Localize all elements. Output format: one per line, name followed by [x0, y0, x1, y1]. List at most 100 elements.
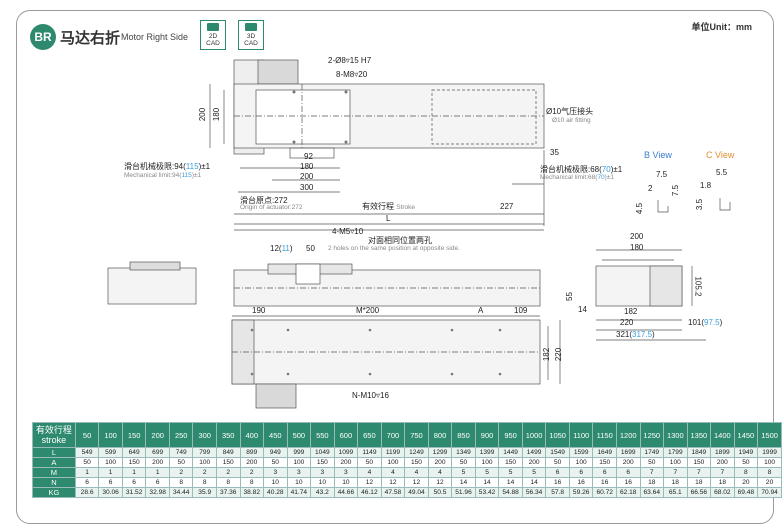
table-cell: 7: [639, 467, 665, 478]
table-cell: 1849: [686, 447, 712, 458]
page-frame: [16, 10, 774, 524]
table-cell: 1: [74, 467, 100, 478]
table-cell: 65.1: [663, 487, 688, 498]
stroke-label: 有效行程 Stroke: [362, 202, 416, 211]
bottom-motor: [255, 383, 297, 409]
mech-limit-left-en: Mechanical limit:94(115)±1: [124, 172, 202, 179]
table-cell: 50: [545, 457, 570, 468]
bottom-dim-220: 220: [554, 347, 564, 362]
table-cell: 50: [74, 457, 100, 468]
table-cell: 150: [404, 457, 429, 468]
table-cell: 1649: [592, 447, 617, 458]
table-cell: 100: [757, 457, 782, 468]
top-carriage: [255, 89, 351, 145]
table-cell: 4: [357, 467, 382, 478]
nm10-label: N-M10▿16: [352, 391, 389, 400]
stroke-col-header: 1500: [757, 422, 782, 448]
table-cell: 8: [239, 477, 265, 488]
b-view-title: B View: [644, 150, 672, 160]
table-cell: 5: [474, 467, 500, 478]
table-cell: 2: [168, 467, 194, 478]
table-cell: 100: [663, 457, 688, 468]
table-cell: 2: [215, 467, 241, 478]
table-cell: 1599: [568, 447, 594, 458]
dim-200: 200: [198, 107, 208, 122]
table-cell: 18: [663, 477, 688, 488]
opposite-holes-cn: 对面相同位置两孔: [368, 236, 432, 245]
table-cell: 2: [192, 467, 217, 478]
table-cell: 1449: [498, 447, 523, 458]
table-cell: 18: [639, 477, 665, 488]
end-dim-105: 105.2: [693, 276, 703, 297]
b-view-profile: [657, 200, 669, 213]
table-cell: 68.02: [710, 487, 735, 498]
unit-label: 单位Unit：mm: [691, 22, 753, 32]
table-cell: 5: [498, 467, 523, 478]
table-cell: 50: [639, 457, 665, 468]
air-fitting-en: Ø10 air fitting: [552, 117, 591, 124]
table-cell: 5: [451, 467, 476, 478]
table-cell: 50: [168, 457, 194, 468]
stroke-col-header: 1100: [568, 422, 594, 448]
opposite-holes-en: 2 holes on the same position at opposite…: [328, 245, 460, 252]
table-cell: 1: [145, 467, 170, 478]
table-cell: 100: [98, 457, 123, 468]
dim-190: 190: [252, 306, 266, 315]
table-cell: 200: [427, 457, 453, 468]
table-cell: 40.28: [263, 487, 288, 498]
table-cell: 4: [427, 467, 453, 478]
table-cell: 749: [168, 447, 194, 458]
table-cell: 200: [710, 457, 735, 468]
end-dim-101: 101(97.5): [688, 318, 723, 327]
table-cell: 799: [192, 447, 217, 458]
table-cell: 47.58: [380, 487, 406, 498]
stroke-col-header: 350: [215, 422, 241, 448]
table-cell: 1399: [474, 447, 500, 458]
table-cell: 100: [380, 457, 406, 468]
table-cell: 12: [404, 477, 429, 488]
table-cell: 28.6: [74, 487, 100, 498]
table-cell: 62.18: [615, 487, 641, 498]
table-cell: 1299: [427, 447, 453, 458]
dim-227: 227: [500, 202, 514, 211]
dim-50: 50: [306, 244, 315, 253]
holes-label-1: 2-Ø8▿15 H7: [328, 56, 372, 65]
table-cell: 6: [592, 467, 617, 478]
table-cell: 14: [474, 477, 500, 488]
table-cell: 4: [380, 467, 406, 478]
table-cell: 899: [239, 447, 265, 458]
stroke-col-header: 1150: [592, 422, 617, 448]
table-cell: 50: [451, 457, 476, 468]
table-cell: 100: [568, 457, 594, 468]
table-cell: 1: [121, 467, 147, 478]
table-cell: 1799: [663, 447, 688, 458]
table-cell: 30.06: [98, 487, 123, 498]
stroke-col-header: 1200: [615, 422, 641, 448]
table-cell: 31.52: [121, 487, 147, 498]
table-cell: 50: [733, 457, 759, 468]
table-cell: 1949: [733, 447, 759, 458]
table-cell: 32.98: [145, 487, 170, 498]
b-dim-75a: 7.5: [656, 170, 668, 179]
stroke-col-header: 750: [404, 422, 429, 448]
table-cell: 200: [145, 457, 170, 468]
table-cell: 100: [286, 457, 312, 468]
table-cell: 150: [121, 457, 147, 468]
table-cell: 3: [263, 467, 288, 478]
c-view-profile: [719, 198, 731, 211]
stroke-col-header: 150: [121, 422, 147, 448]
stroke-col-header: 1050: [545, 422, 570, 448]
table-cell: 549: [74, 447, 100, 458]
dim-A: A: [478, 306, 484, 315]
table-cell: 599: [98, 447, 123, 458]
c-view-title: C View: [706, 150, 735, 160]
table-cell: 60.72: [592, 487, 617, 498]
table-cell: 1499: [521, 447, 547, 458]
table-cell: 6: [545, 467, 570, 478]
table-cell: 44.66: [333, 487, 359, 498]
